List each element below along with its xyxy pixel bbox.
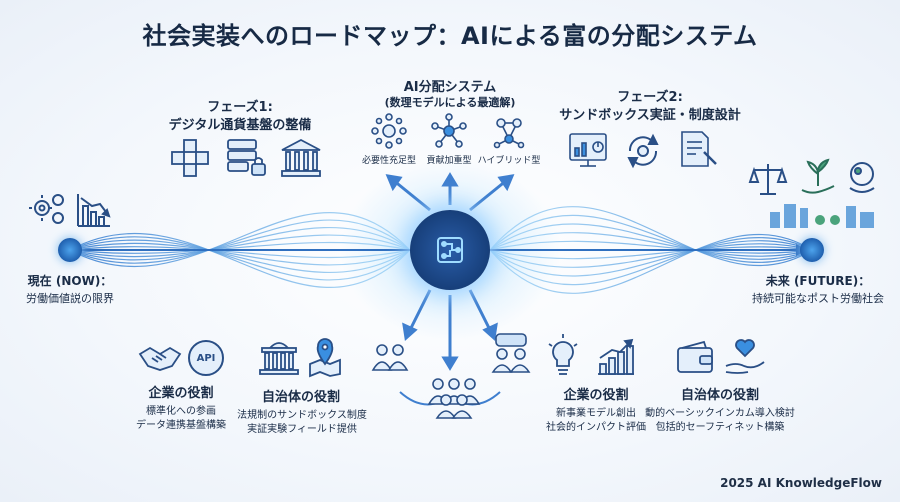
phase1-title: フェーズ1: [207,100,273,115]
map-pin-icon [309,338,341,378]
role-line: 標準化への参画 [146,406,216,417]
balance-scale-icon [748,164,788,195]
flow-curve [69,212,411,268]
bank-icon [281,138,321,177]
role-line: 社会的インパクト評価 [546,422,646,433]
hand-plant-icon [801,158,835,194]
role-line: 実証実験フィールド提供 [247,424,357,435]
phase1-subtitle: デジタル通貨基盤の整備 [168,118,312,133]
flow-curve [69,239,411,274]
city-hall-icon [259,342,299,375]
ai-type-label: ハイブリッド型 [477,156,541,166]
blockchain-cubes-icon [171,139,209,177]
secure-server-icon [227,139,266,176]
flow-curve [489,240,813,277]
circuit-icon [437,237,463,263]
role-title: 自治体の役割 [261,390,340,405]
api-label: API [196,352,216,364]
role-title: 企業の役割 [148,386,214,401]
phase2-subtitle: サンドボックス実証・制度設計 [559,108,741,123]
page-title: 社会実装へのロードマップ：AIによる富の分配システム [142,22,758,50]
role-line: データ連携基盤構築 [136,420,226,431]
footer-credit: 2025 AI KnowledgeFlow [720,476,882,490]
role-line: 動的ベーシックインカム導入検討 [645,408,795,419]
now-node [58,238,82,262]
network-hub-icon [371,113,407,149]
handshake-icon [138,346,182,371]
wallet-icon [677,340,713,373]
flow-curve [489,223,813,260]
growth-chart-icon [598,338,634,375]
flow-curve [489,237,813,286]
lightbulb-icon [548,334,578,375]
flow-curve [69,232,411,288]
role-line: 法規制のサンドボックス制度 [237,410,367,421]
flow-curve [489,246,813,260]
discussion-icon [491,333,531,373]
flow-curve [489,214,813,263]
ai-type-label: 貢献加重型 [426,156,472,166]
flow-curve [489,233,813,294]
role-title: 企業の役割 [563,388,629,403]
declining-chart-icon [77,194,111,227]
cycle-icon [627,133,659,169]
flow-curve [69,219,411,264]
phase2-title: フェーズ2: [617,90,683,105]
flow-curve [69,242,411,266]
weighted-network-icon [431,113,467,148]
flow-curve [489,232,813,257]
community-icon [427,378,481,419]
people-group-icon [371,344,409,371]
ai-system-title: AI分配システム [403,80,497,95]
people-globe-icon [849,162,875,193]
ai-core-node [410,210,490,290]
flow-curve [69,241,411,254]
future-node [800,238,824,262]
api-icon: API [188,340,224,376]
flow-curve [489,243,813,268]
flow-curve [69,234,411,258]
flow-curve [489,240,813,254]
now-subtitle: 労働価値説の限界 [26,292,114,305]
role-line: 包括的セーフティネット構築 [655,422,785,433]
role-title: 自治体の役割 [680,388,759,403]
gears-icon [29,194,64,224]
flow-curve [69,236,411,281]
now-title: 現在 (NOW)： [27,274,113,288]
role-line: 新事業モデル創出 [556,408,636,419]
heart-hand-icon [725,339,765,374]
flow-curve [489,206,813,267]
now-icons [28,190,118,230]
future-title: 未来 (FUTURE)： [765,274,871,288]
future-icons [748,158,890,230]
document-check-icon [681,131,717,167]
people-groups [368,333,538,420]
ai-type-label: 必要性充足型 [361,156,416,166]
flow-curve [69,246,411,259]
ai-system-subtitle: (数理モデルによる最適解) [384,96,516,109]
hybrid-network-icon [493,118,525,149]
city-skyline-icon [770,204,874,228]
flow-curve [69,226,411,261]
dashboard-icon [569,133,607,167]
future-subtitle: 持続可能なポスト労働社会 [752,292,884,305]
